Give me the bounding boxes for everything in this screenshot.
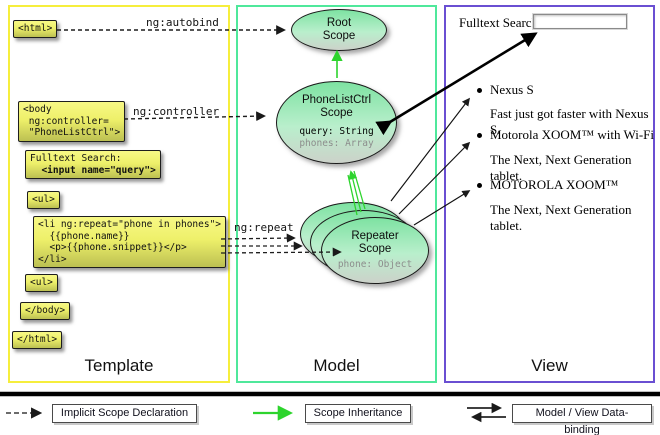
view-search-input[interactable] — [533, 14, 627, 29]
body-open-tag-box: <body ng:controller= "PhoneListCtrl"> — [18, 101, 126, 142]
input-tag-code: <input name="query"> — [30, 164, 156, 176]
li-repeat-box: <li ng:repeat="phone in phones"> {{phone… — [33, 216, 227, 268]
view-item-title: MOTOROLA XOOM™ — [490, 177, 619, 192]
query-property: query: String — [299, 126, 374, 137]
legend-implicit-scope-box: Implicit Scope Declaration — [52, 404, 197, 423]
phones-property: phones: Array — [299, 137, 374, 149]
bullet-icon — [477, 88, 482, 93]
controller-label: ng:controller — [133, 105, 220, 118]
repeat-label: ng:repeat — [234, 221, 294, 234]
model-column-label: Model — [313, 356, 360, 375]
phonelistctrl-title-line2: Scope — [320, 107, 353, 119]
fulltext-template-label: Fulltext Search: — [30, 153, 122, 164]
view-item-title: Nexus S — [490, 82, 534, 97]
view-search-label: Fulltext Search: — [459, 15, 542, 30]
phonelistctrl-title-line1: PhoneListCtrl — [301, 94, 372, 106]
repeater-title-line2: Scope — [358, 243, 392, 255]
bullet-icon — [477, 183, 482, 188]
root-scope-ellipse: Root Scope — [291, 9, 387, 51]
legend-scope-inheritance-box: Scope Inheritance — [305, 404, 411, 423]
view-column-label: View — [531, 356, 568, 375]
bullet-icon — [477, 133, 482, 138]
html-open-tag-box: <html> — [13, 20, 58, 38]
view-column: View — [444, 5, 655, 383]
repeater-scope-ellipse: Repeater Scope phone: Object — [321, 217, 429, 284]
ul-open-tag-box: <ul> — [27, 191, 60, 209]
body-close-tag-box: </body> — [20, 302, 71, 320]
view-item-title: Motorola XOOM™ with Wi-Fi — [490, 127, 655, 142]
phone-property: phone: Object — [337, 259, 413, 270]
phonelistctrl-scope-ellipse: PhoneListCtrl Scope query: String phones… — [276, 81, 397, 164]
ul-close-tag-box: <ul> — [25, 274, 58, 292]
root-scope-title-line2: Scope — [322, 30, 356, 42]
html-close-tag-box: </html> — [12, 331, 63, 349]
legend-data-binding-box: Model / View Data-binding — [512, 404, 652, 435]
repeater-title-line1: Repeater — [351, 230, 399, 242]
view-item-desc: The Next, Next Generation tablet. — [490, 152, 632, 183]
fulltext-template-box: Fulltext Search: <input name="query"> — [25, 150, 161, 179]
template-column-label: Template — [84, 356, 154, 375]
model-column: Model — [236, 5, 437, 383]
root-scope-title-line1: Root — [326, 17, 352, 29]
autobind-label: ng:autobind — [146, 16, 219, 29]
view-item-desc: The Next, Next Generation tablet. — [490, 202, 632, 233]
